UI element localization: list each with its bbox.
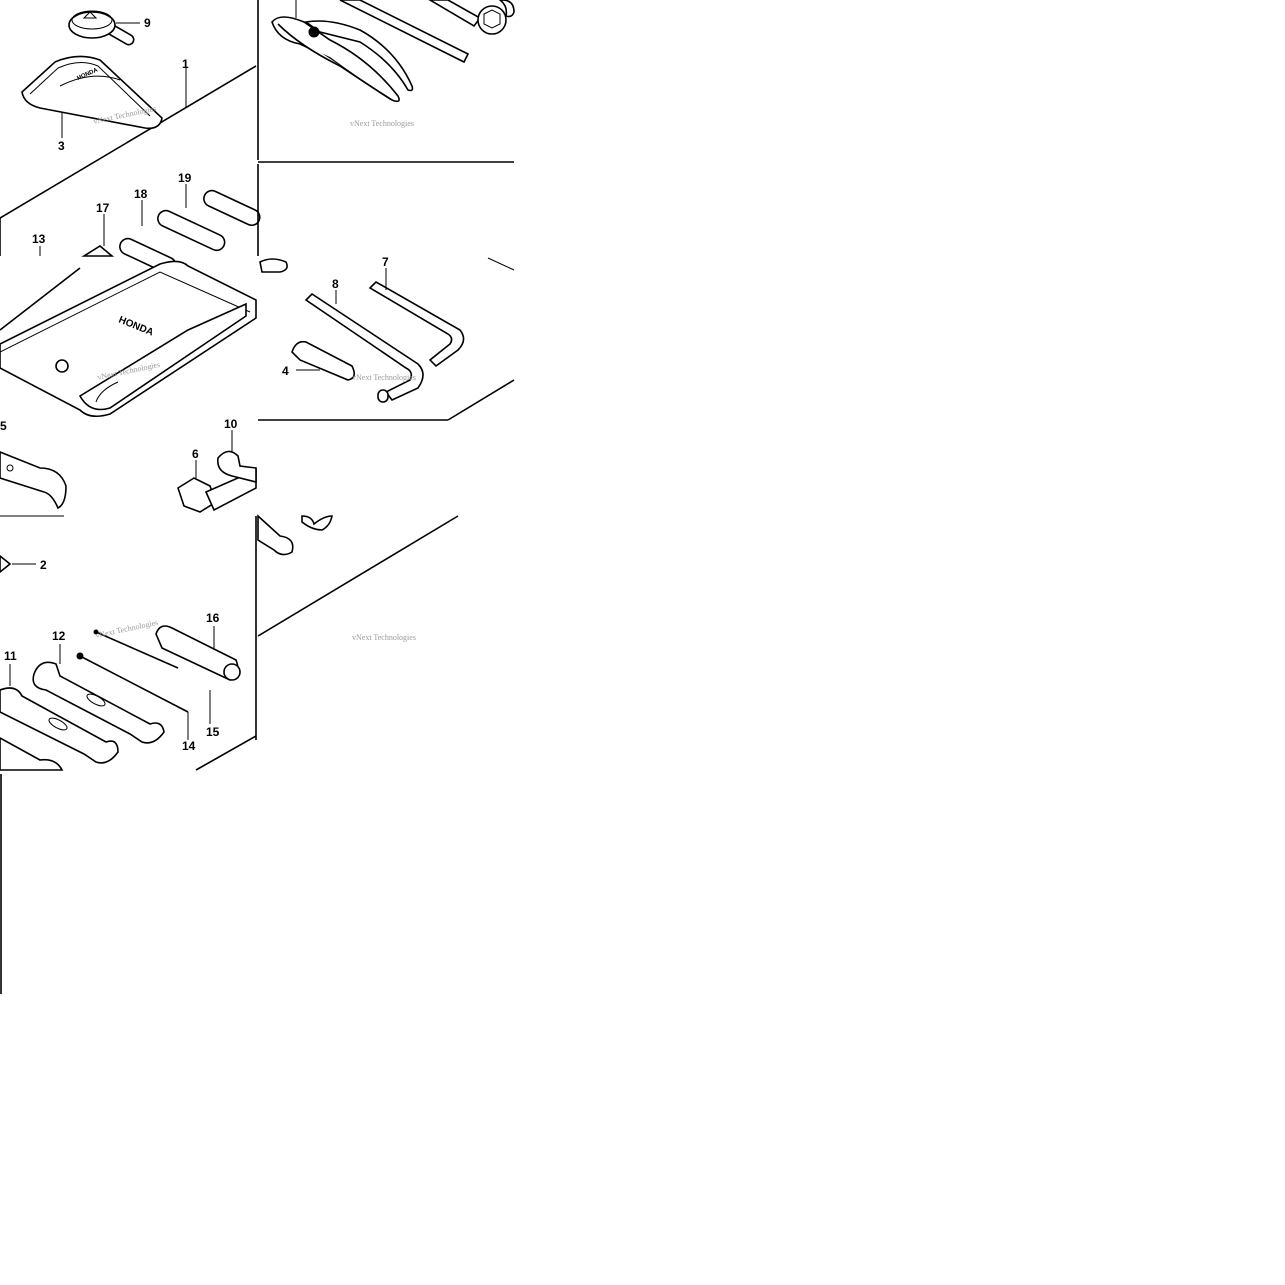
callout-14: 14: [182, 739, 196, 753]
callout-5: 5: [0, 419, 7, 433]
callout-10: 10: [224, 417, 238, 431]
watermark: vNext Technologies: [95, 618, 159, 640]
callout-15: 15: [206, 725, 220, 739]
tile-middle-right: vNext Technologies: [257, 164, 515, 421]
callout-17: 17: [96, 201, 110, 215]
watermark: vNext Technologies: [352, 633, 416, 642]
tile-bottom-left: vNext Technologies: [0, 516, 257, 771]
part-tool-bag: HONDA: [0, 260, 257, 418]
part-socket: [177, 468, 257, 513]
callout-19: 19: [178, 171, 192, 185]
callout-labels: 1 2 3 4 5 6 7 8 9 10 11 12 13 14 15 16 1…: [0, 16, 389, 753]
callout-4: 4: [282, 364, 289, 378]
part-flat-spanner: [291, 340, 356, 381]
callout-9: 9: [144, 16, 151, 30]
part-small-pouch: HONDA: [21, 55, 163, 130]
tile-lower-right: vNext Technologies: [257, 514, 459, 642]
callout-12: 12: [52, 629, 66, 643]
watermark: vNext Technologies: [350, 119, 414, 128]
callout-7: 7: [382, 255, 389, 269]
part-wrench-11: [0, 687, 119, 764]
part-flat-bar: [339, 0, 470, 64]
callout-8: 8: [332, 277, 339, 291]
tile-top-left: HONDA vNext Technologies: [0, 10, 261, 275]
part-tire-levers: [81, 189, 261, 275]
part-screwdriver-handle: [155, 625, 241, 681]
part-cap-valve: [68, 10, 135, 46]
tile-top-right: vNext Technologies: [257, 0, 515, 163]
part-screwdriver-blades: [76, 629, 189, 713]
part-hex-keys: [304, 281, 465, 403]
part-wrench-tip: [301, 515, 333, 531]
watermark: vNext Technologies: [352, 373, 416, 382]
callout-6: 6: [192, 447, 199, 461]
callout-3: 3: [58, 139, 65, 153]
part-pliers: [271, 0, 414, 103]
tile-middle-left: HONDA vNext Technologies: [0, 260, 257, 418]
callout-1: 1: [182, 57, 189, 71]
part-diamond: [0, 554, 12, 574]
callout-18: 18: [134, 187, 148, 201]
callout-2: 2: [40, 558, 47, 572]
callout-13: 13: [32, 232, 46, 246]
callout-16: 16: [206, 611, 220, 625]
part-open-wrench: [0, 451, 67, 510]
part-socket-end: [257, 514, 294, 556]
part-small-wrench: [216, 450, 257, 484]
part-ring: [259, 258, 288, 273]
callout-11: 11: [4, 649, 17, 663]
part-wrench-12: [32, 661, 165, 744]
part-wrench-lower: [0, 737, 64, 771]
tile-lower-left: [0, 430, 257, 517]
part-box-wrench: [428, 0, 515, 35]
